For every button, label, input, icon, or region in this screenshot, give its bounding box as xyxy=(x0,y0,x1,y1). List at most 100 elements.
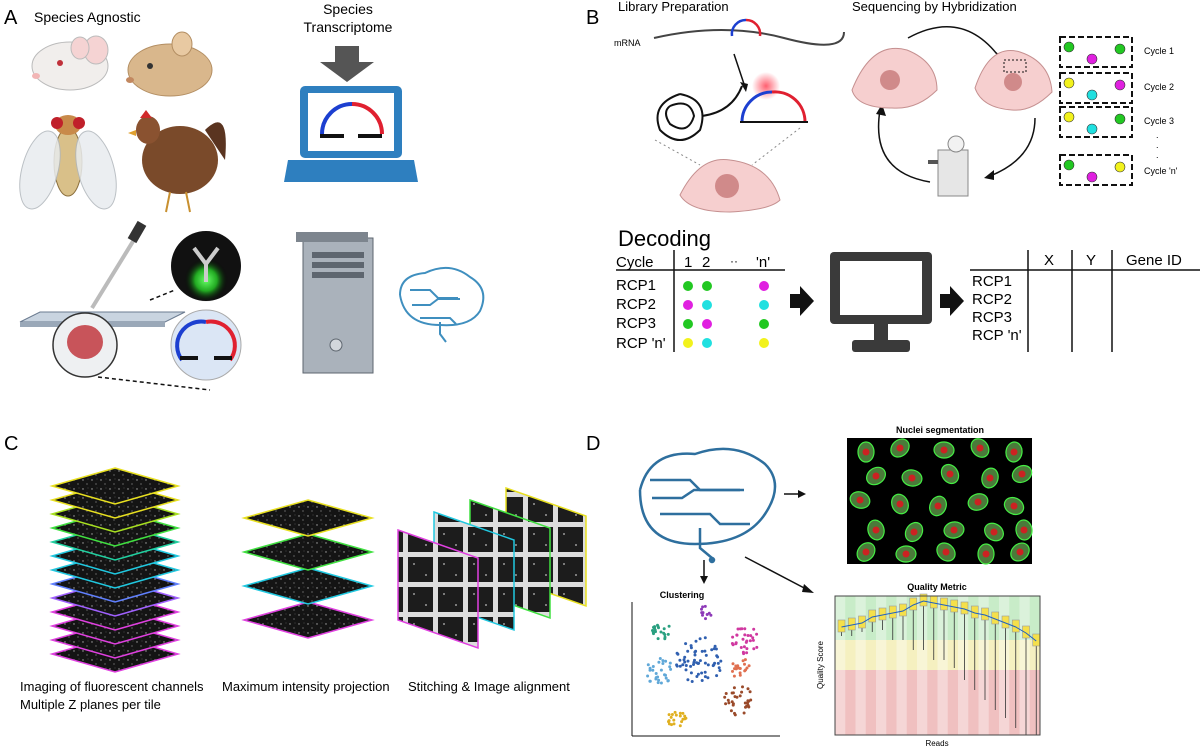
panel-b: B Library Preparation Sequencing by Hybr… xyxy=(586,0,1200,352)
quality-box xyxy=(868,609,877,623)
cycle-box xyxy=(1059,36,1133,68)
output-row-3: RCP3 xyxy=(972,309,1012,326)
quality-xlabel: Reads xyxy=(925,739,948,748)
cell-nucleus xyxy=(934,502,942,510)
max-projection-stack xyxy=(241,499,375,639)
cluster-point xyxy=(735,666,739,670)
cluster-point xyxy=(681,663,685,667)
stripe xyxy=(917,596,928,735)
quality-box xyxy=(981,607,989,621)
decode-dot xyxy=(683,300,693,310)
cluster-point xyxy=(703,636,707,640)
cluster-point xyxy=(681,711,685,715)
cluster-points xyxy=(646,604,759,728)
cell-nucleus xyxy=(986,474,994,482)
projection-plane xyxy=(241,567,375,605)
cell-nucleus xyxy=(896,500,904,508)
quality-box xyxy=(878,607,887,621)
cluster-point xyxy=(746,687,750,691)
down-arrow-icon xyxy=(320,46,374,82)
arrow-to-clustering xyxy=(700,560,708,584)
cluster-point xyxy=(670,713,674,716)
microscope-robot-icon xyxy=(928,135,969,197)
cycle-box xyxy=(1059,154,1133,186)
cell-nucleus xyxy=(872,472,880,480)
clustering-title: Clustering xyxy=(660,590,705,600)
cell-nucleus xyxy=(1010,448,1018,456)
quality-ylabel: Quality Score xyxy=(816,640,825,689)
quality-box xyxy=(837,619,846,633)
cluster-point xyxy=(747,664,751,668)
cluster-point xyxy=(742,652,746,656)
cluster-point xyxy=(738,671,742,675)
cluster-point xyxy=(745,647,749,651)
decode-row-n: RCP 'n' xyxy=(616,335,666,352)
decode-row-3: RCP3 xyxy=(616,315,656,332)
cluster-point xyxy=(747,705,751,708)
decode-dot xyxy=(683,319,693,329)
cluster-point xyxy=(694,639,698,643)
cluster-point xyxy=(743,669,747,673)
cell-nucleus xyxy=(1020,526,1028,534)
cluster-point xyxy=(752,627,756,631)
cluster-point xyxy=(745,639,749,643)
z-plane xyxy=(49,467,181,505)
cluster-point xyxy=(703,675,707,679)
panel-c: C Imaging of fluorescent channels Multip… xyxy=(4,433,587,712)
cluster-point xyxy=(648,668,652,672)
cycle-ellipsis-1: . xyxy=(1156,130,1159,140)
cluster-point xyxy=(733,695,737,699)
cluster-point xyxy=(666,632,670,636)
cluster-point xyxy=(739,646,743,649)
cycle-dot xyxy=(1114,113,1126,125)
decode-dot xyxy=(702,300,712,310)
cluster-point xyxy=(695,661,699,665)
laptop-icon xyxy=(284,86,418,182)
cluster-point xyxy=(742,645,746,649)
cluster-point xyxy=(752,647,756,651)
quality-box xyxy=(847,617,856,631)
rodent-illustration xyxy=(126,31,213,97)
cluster-point xyxy=(746,634,750,637)
antibody-glow-circle xyxy=(149,231,241,302)
cluster-point xyxy=(745,666,749,670)
cluster-point xyxy=(755,645,759,649)
cluster-point xyxy=(667,720,670,724)
monitor-icon xyxy=(830,252,932,352)
cluster-point xyxy=(648,679,652,683)
quality-stripes xyxy=(835,596,1030,735)
quality-box xyxy=(858,615,866,629)
imaging-caption-line1: Imaging of fluorescent channels xyxy=(20,679,204,694)
decoding-title: Decoding xyxy=(618,226,711,251)
cluster-point xyxy=(663,633,667,637)
cycle-dot xyxy=(1086,123,1098,135)
panel-c-letter: C xyxy=(4,433,18,455)
decode-dot xyxy=(759,338,769,348)
computer-tower-icon xyxy=(296,232,374,374)
cell-nucleus xyxy=(1016,548,1024,556)
cluster-point xyxy=(717,666,721,670)
cell-nucleus xyxy=(982,550,990,558)
stripe xyxy=(958,596,969,735)
cluster-point xyxy=(751,638,755,642)
quality-box xyxy=(929,595,938,609)
panel-a-letter: A xyxy=(4,7,18,29)
clustering-plot xyxy=(631,602,780,737)
cluster-point xyxy=(713,661,717,665)
mrna-strand xyxy=(653,18,845,92)
cluster-point xyxy=(684,642,688,646)
decode-dot xyxy=(759,300,769,310)
decode-header-cycle: Cycle xyxy=(616,254,654,271)
cluster-point xyxy=(686,678,690,682)
cluster-point xyxy=(731,635,735,639)
cluster-point xyxy=(694,649,698,653)
cluster-point xyxy=(734,641,738,645)
stripe xyxy=(855,596,866,735)
decode-dot xyxy=(702,319,712,329)
cluster-point xyxy=(738,667,742,670)
cluster-point xyxy=(675,651,679,655)
tissue-zoom-circle xyxy=(52,312,211,391)
cluster-point xyxy=(742,711,746,715)
fly-illustration xyxy=(19,115,117,210)
quality-box xyxy=(940,597,948,611)
